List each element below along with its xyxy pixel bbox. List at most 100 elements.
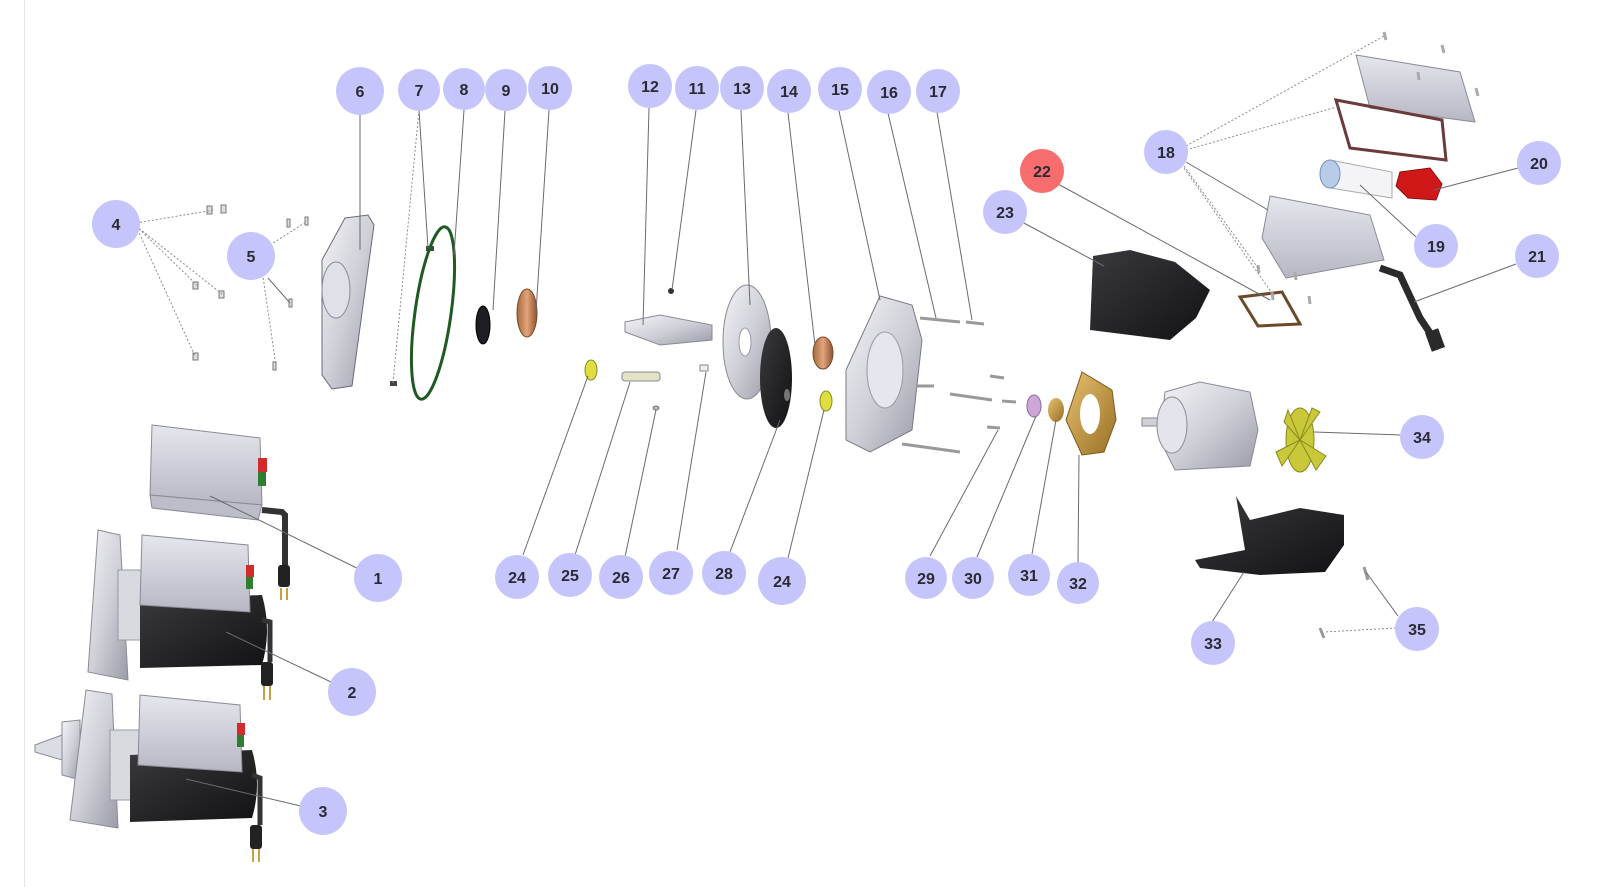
callout-circle[interactable] — [443, 68, 485, 110]
callout-12[interactable]: 12 — [628, 64, 672, 108]
callout-20[interactable]: 20 — [1517, 141, 1561, 185]
callout-circle[interactable] — [1400, 415, 1444, 459]
callout-4[interactable]: 4 — [92, 200, 140, 248]
part-30-washer — [1026, 394, 1042, 418]
part-6-cover-plate — [321, 214, 375, 390]
callout-circle[interactable] — [485, 69, 527, 111]
callout-32[interactable]: 32 — [1057, 562, 1099, 604]
callout-circle[interactable] — [227, 232, 275, 280]
callout-circle[interactable] — [1057, 562, 1099, 604]
callout-8[interactable]: 8 — [443, 68, 485, 110]
callout-6[interactable]: 6 — [336, 67, 384, 115]
callout-circle[interactable] — [649, 551, 693, 595]
part-23-motor-cover — [1090, 250, 1210, 340]
callout-circle[interactable] — [1515, 234, 1559, 278]
callout-circle[interactable] — [818, 67, 862, 111]
callout-27[interactable]: 27 — [649, 551, 693, 595]
part-screws-16-17-29 — [901, 316, 1017, 454]
callout-circle[interactable] — [1008, 554, 1050, 596]
callout-circle[interactable] — [495, 555, 539, 599]
callout-circle[interactable] — [398, 69, 440, 111]
callout-circle-selected[interactable] — [1020, 149, 1064, 193]
callout-circle[interactable] — [916, 69, 960, 113]
callout-28[interactable]: 28 — [702, 551, 746, 595]
callout-14[interactable]: 14 — [767, 69, 811, 113]
callout-circle[interactable] — [767, 69, 811, 113]
callout-circle[interactable] — [599, 555, 643, 599]
callout-21[interactable]: 21 — [1515, 234, 1559, 278]
callout-3[interactable]: 3 — [299, 787, 347, 835]
part-14-bearing — [812, 336, 834, 370]
callout-34[interactable]: 34 — [1400, 415, 1444, 459]
callout-2[interactable]: 2 — [328, 668, 376, 716]
callout-circle[interactable] — [548, 553, 592, 597]
callout-circle[interactable] — [675, 66, 719, 110]
callout-13[interactable]: 13 — [720, 66, 764, 110]
callout-circle[interactable] — [299, 787, 347, 835]
part-34-fan — [1275, 407, 1327, 473]
callout-circle[interactable] — [1395, 607, 1439, 651]
callout-circle[interactable] — [983, 190, 1027, 234]
callout-circle[interactable] — [1414, 224, 1458, 268]
callout-26[interactable]: 26 — [599, 555, 643, 599]
callout-circle[interactable] — [328, 668, 376, 716]
callout-18[interactable]: 18 — [1144, 130, 1188, 174]
part-control-box-assembly — [149, 424, 290, 600]
callout-23[interactable]: 23 — [983, 190, 1027, 234]
callout-circle[interactable] — [1517, 141, 1561, 185]
part-28-black-disc — [760, 328, 792, 428]
part-24-bushing-b — [819, 390, 833, 412]
part-8-o-ring — [409, 225, 457, 401]
callout-circle[interactable] — [354, 554, 402, 602]
part-20-switch — [1395, 167, 1443, 201]
callout-circle[interactable] — [1144, 130, 1188, 174]
callout-15[interactable]: 15 — [818, 67, 862, 111]
left-border — [24, 0, 25, 887]
part-18-screws — [1256, 31, 1480, 305]
part-31-bearing — [1048, 398, 1064, 422]
part-screws-4 — [192, 204, 227, 361]
part-pump-assembly — [87, 529, 273, 700]
callout-24[interactable]: 24 — [495, 555, 539, 599]
callout-circle[interactable] — [720, 66, 764, 110]
callout-circle[interactable] — [92, 200, 140, 248]
part-7-pin-b — [390, 381, 397, 386]
callout-25[interactable]: 25 — [548, 553, 592, 597]
callout-circle[interactable] — [867, 70, 911, 114]
callout-33[interactable]: 33 — [1191, 621, 1235, 665]
callout-circle[interactable] — [758, 557, 806, 605]
parts-layer — [34, 31, 1480, 862]
callout-7[interactable]: 7 — [398, 69, 440, 111]
callout-29[interactable]: 29 — [905, 557, 947, 599]
leader-lines — [135, 35, 1519, 812]
part-10-bearing — [516, 288, 538, 338]
callout-circle[interactable] — [628, 64, 672, 108]
callout-22[interactable]: 22 — [1020, 149, 1064, 193]
callout-circle[interactable] — [952, 557, 994, 599]
callout-circle[interactable] — [1191, 621, 1235, 665]
callout-16[interactable]: 16 — [867, 70, 911, 114]
callout-11[interactable]: 11 — [675, 66, 719, 110]
part-11-nut — [668, 288, 674, 294]
callout-circle[interactable] — [528, 66, 572, 110]
callout-31[interactable]: 31 — [1008, 554, 1050, 596]
callout-30[interactable]: 30 — [952, 557, 994, 599]
callout-circle[interactable] — [336, 67, 384, 115]
callout-circle[interactable] — [905, 557, 947, 599]
callout-17[interactable]: 17 — [916, 69, 960, 113]
callout-19[interactable]: 19 — [1414, 224, 1458, 268]
callout-24-b[interactable]: 24 — [758, 557, 806, 605]
callout-35[interactable]: 35 — [1395, 607, 1439, 651]
part-19-capacitor — [1319, 159, 1393, 199]
callout-9[interactable]: 9 — [485, 69, 527, 111]
part-26-washer — [652, 405, 660, 411]
part-22-gasket — [1237, 290, 1303, 328]
part-9-seal — [475, 305, 491, 345]
callout-circle[interactable] — [702, 551, 746, 595]
part-18-electrical-box — [1261, 54, 1476, 352]
callout-1[interactable]: 1 — [354, 554, 402, 602]
part-24-bushing-a — [584, 359, 598, 381]
callout-5[interactable]: 5 — [227, 232, 275, 280]
callout-10[interactable]: 10 — [528, 66, 572, 110]
